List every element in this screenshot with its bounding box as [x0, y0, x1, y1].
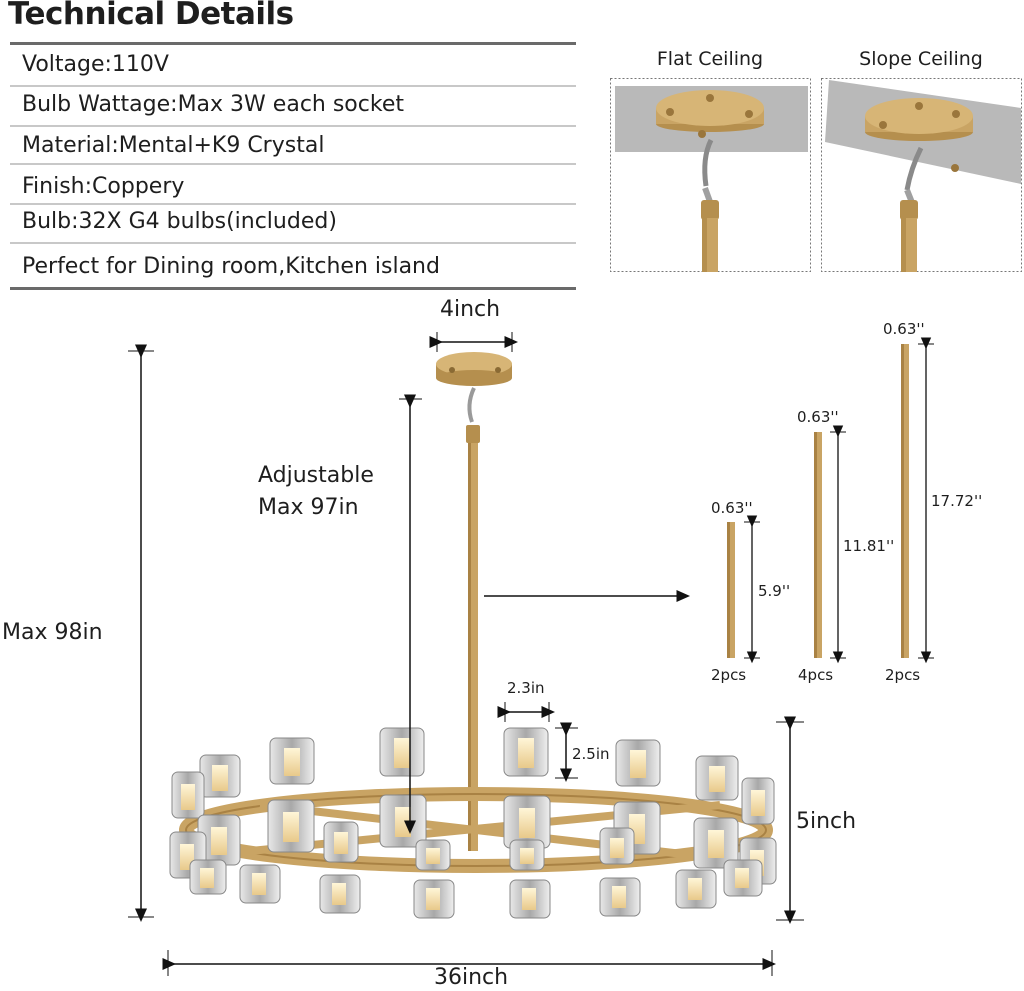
spec-divider	[10, 125, 576, 127]
spec-finish: Finish:Coppery	[22, 174, 185, 199]
slope-ceiling-label: Slope Ceiling	[859, 48, 983, 70]
rod-short-qty: 2pcs	[711, 666, 747, 684]
rod-medium-length: 11.81''	[843, 537, 895, 555]
flat-ceiling-illustration	[610, 78, 811, 272]
spec-bulb: Bulb:32X G4 bulbs(included)	[22, 209, 337, 234]
spec-divider	[10, 163, 576, 165]
rod-medium-qty: 4pcs	[798, 666, 834, 684]
rod-long-diameter: 0.63''	[883, 320, 925, 338]
spec-divider	[10, 203, 576, 205]
width-label: 36inch	[434, 965, 509, 990]
flat-ceiling-label: Flat Ceiling	[656, 48, 764, 70]
rod-medium-diameter: 0.63''	[797, 408, 839, 426]
spec-voltage: Voltage:110V	[22, 52, 169, 77]
title-divider	[10, 42, 576, 45]
crystal-shades	[169, 727, 777, 919]
chandelier-dimension-diagram	[128, 332, 934, 976]
page-title: Technical Details	[8, 0, 294, 32]
spec-bottom-divider	[10, 287, 576, 290]
rod-long-qty: 2pcs	[885, 666, 921, 684]
rod-long-length: 17.72''	[931, 492, 983, 510]
adjustable-label: Adjustable	[258, 463, 374, 488]
spec-usage: Perfect for Dining room,Kitchen island	[22, 254, 440, 279]
rod-short-length: 5.9''	[758, 582, 791, 600]
max-height-label: Max 98in	[2, 620, 103, 645]
adjustable-max-label: Max 97in	[258, 495, 359, 520]
spec-divider	[10, 242, 576, 244]
slope-ceiling-illustration	[821, 78, 1022, 272]
shade-height-label: 2.5in	[572, 745, 610, 763]
spec-material: Material:Mental+K9 Crystal	[22, 133, 325, 158]
rod-short-diameter: 0.63''	[711, 499, 753, 517]
shade-width-label: 2.3in	[507, 679, 545, 697]
canopy-width-label: 4inch	[440, 297, 501, 322]
fixture-height-label: 5inch	[796, 809, 857, 834]
spec-bulb-wattage: Bulb Wattage:Max 3W each socket	[22, 92, 404, 117]
spec-divider	[10, 85, 576, 87]
